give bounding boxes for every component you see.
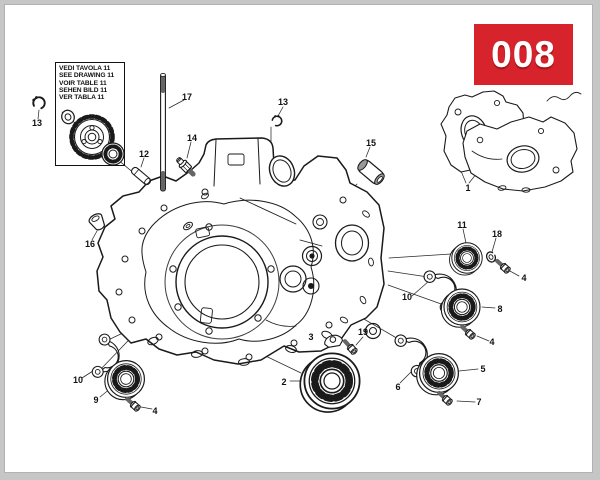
lock-washer-18 [485,251,497,263]
note-line-es: VER TABLA 11 [59,94,105,102]
screw-4-right-top [495,258,512,274]
note-line-en: SEE DRAWING 11 [59,72,115,80]
bearing-8 [441,289,480,327]
pin-12 [130,166,152,186]
page-number-badge: 008 [474,24,573,85]
reference-gear-drawing [61,109,125,166]
screw-19 [342,339,358,356]
sprocket-gear [69,114,115,160]
bearing-2 [300,353,359,412]
reference-note-box: VEDI TAVOLA 11 SEE DRAWING 11 VOIR TABLE… [55,62,125,166]
note-line-de: SEHEN BILD 11 [59,86,108,94]
stud-17 [160,72,166,192]
circlip-13-left [30,94,48,112]
note-line-fr: VOIR TABLE 11 [59,79,107,87]
circlip-13-top [267,111,287,131]
sensor-14 [176,157,196,177]
roller-15 [357,159,385,185]
tab-3 [324,334,344,348]
crankcase-main-drawing [96,137,385,366]
break-squiggle [546,91,582,102]
screw-4-left [125,396,142,412]
bearing-11 [450,243,483,275]
bearing-9 [105,361,145,400]
note-line-it: VEDI TAVOLA 11 [59,65,111,72]
bushing-16 [88,213,105,231]
crankcase-assembled-thumbnail [440,90,582,193]
screw-4-right-mid [460,324,477,340]
